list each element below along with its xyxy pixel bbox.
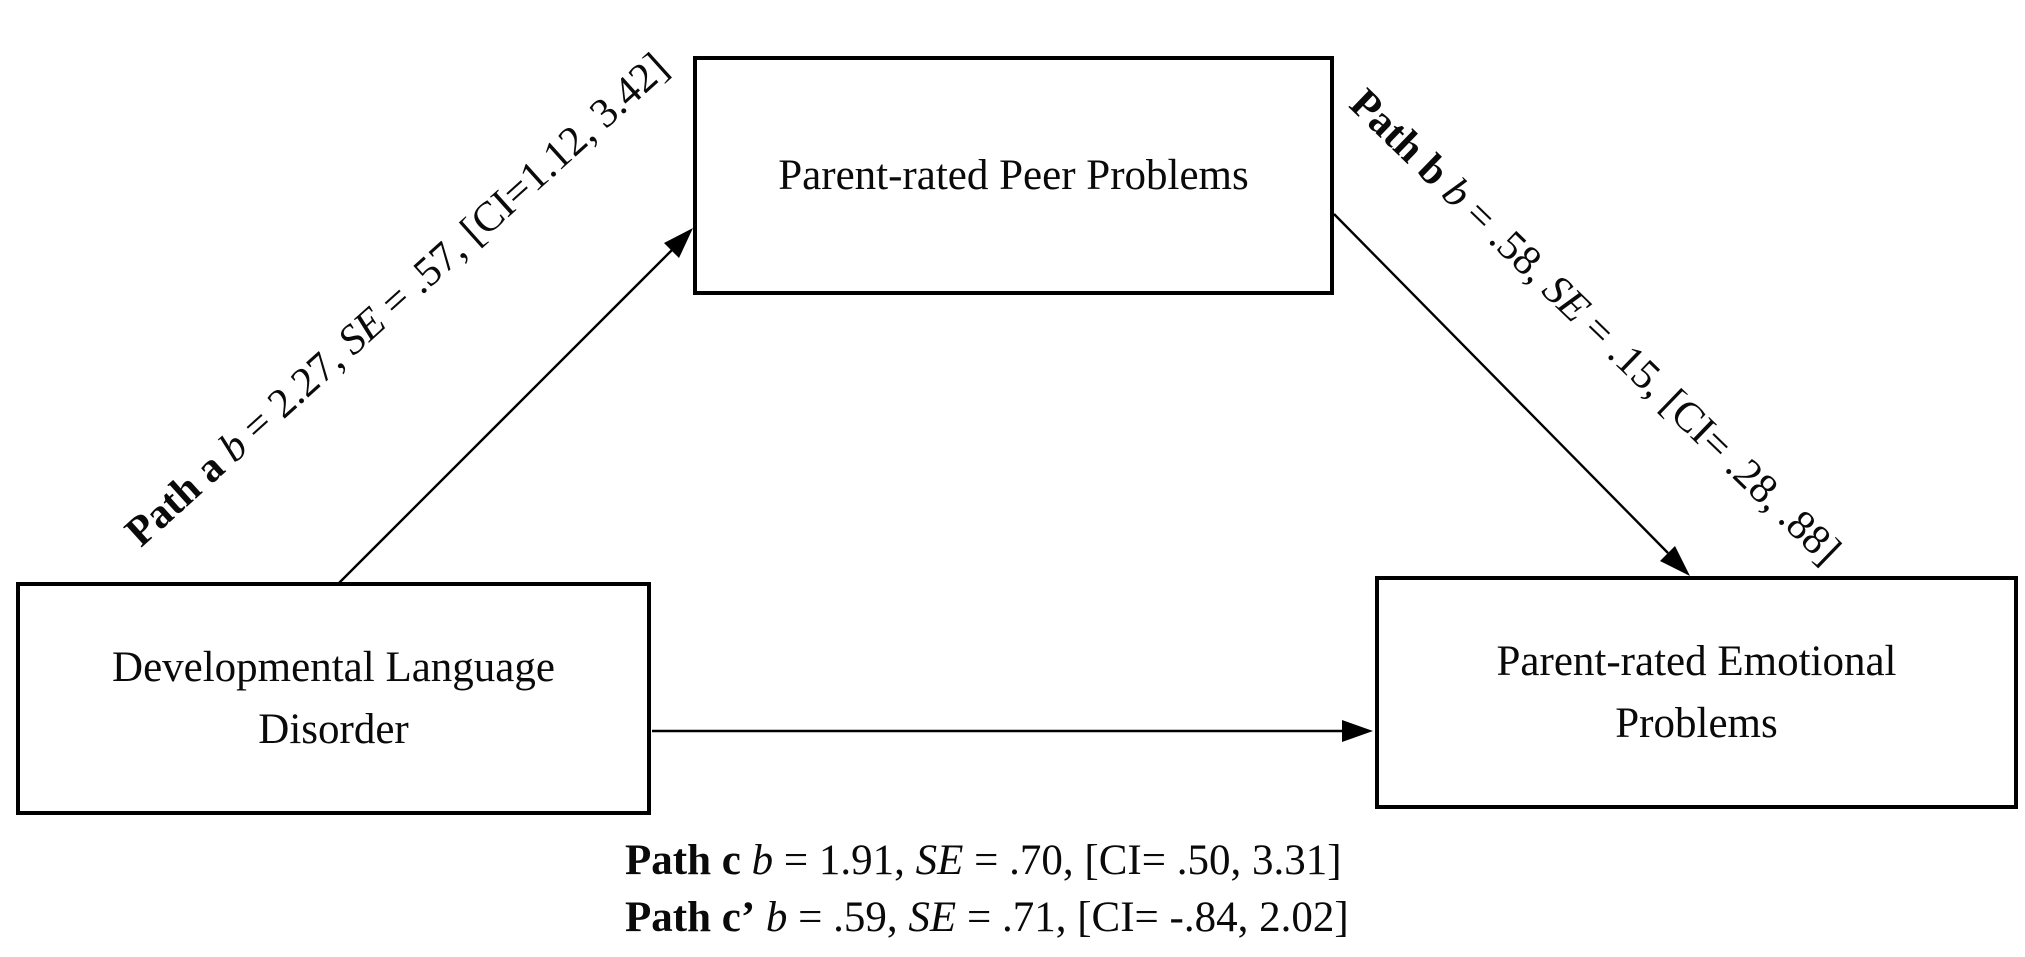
path-c-prime-label: Path c’ b = .59, SE = .71, [CI= -.84, 2.… bbox=[625, 889, 1349, 946]
path-c-b-var: b bbox=[751, 837, 774, 884]
outcome-box-label: Parent-rated Emotional Problems bbox=[1497, 631, 1897, 755]
path-b-arrowhead-icon bbox=[1660, 546, 1690, 576]
predictor-box-label-line2: Disorder bbox=[258, 705, 409, 753]
path-c-prime-se-value: = .71, bbox=[966, 894, 1067, 941]
path-c-prime-b-var: b bbox=[765, 894, 788, 941]
path-b-arrow-line bbox=[1333, 213, 1669, 554]
outcome-box-label-line1: Parent-rated Emotional bbox=[1496, 637, 1897, 685]
outcome-box: Parent-rated Emotional Problems bbox=[1375, 576, 2018, 809]
predictor-box-label-line1: Developmental Language bbox=[112, 643, 555, 691]
path-c-se-var: SE bbox=[915, 837, 964, 884]
path-c-prime-ci: [CI= -.84, 2.02] bbox=[1077, 894, 1349, 941]
path-c-se-value: = .70, bbox=[974, 837, 1074, 884]
outcome-box-label-line2: Problems bbox=[1615, 699, 1778, 747]
path-c-label: Path c b = 1.91, SE = .70, [CI= .50, 3.3… bbox=[625, 832, 1349, 889]
predictor-box: Developmental Language Disorder bbox=[16, 582, 651, 815]
path-c-prime-name: Path c’ bbox=[625, 894, 756, 941]
path-c-b-value: = 1.91, bbox=[783, 837, 905, 884]
path-c-prime-b-value: = .59, bbox=[798, 894, 898, 941]
path-c-labels-block: Path c b = 1.91, SE = .70, [CI= .50, 3.3… bbox=[625, 832, 1349, 946]
mediator-box-label: Parent-rated Peer Problems bbox=[778, 151, 1249, 199]
mediator-box: Parent-rated Peer Problems bbox=[693, 56, 1334, 295]
predictor-box-label: Developmental Language Disorder bbox=[112, 637, 555, 761]
path-a-arrow-line bbox=[338, 249, 673, 584]
path-c-ci: [CI= .50, 3.31] bbox=[1084, 837, 1342, 884]
path-c-arrowhead-icon bbox=[1342, 720, 1373, 742]
path-c-prime-se-var: SE bbox=[908, 894, 957, 941]
path-c-name: Path c bbox=[625, 837, 741, 884]
path-a-arrowhead-icon bbox=[664, 228, 693, 258]
